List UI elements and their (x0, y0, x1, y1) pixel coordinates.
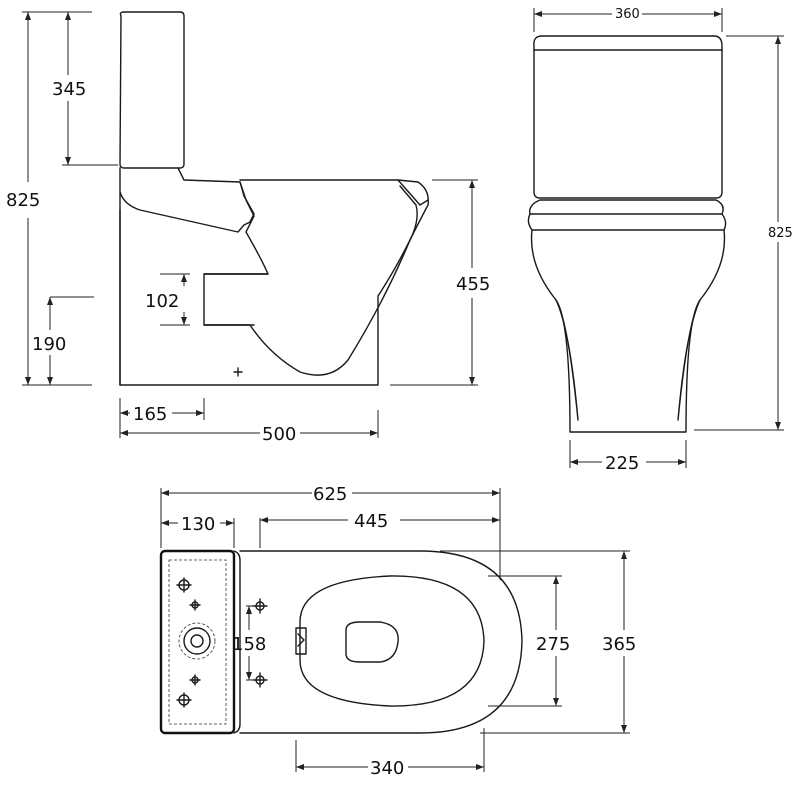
front-pan-right-fin (677, 299, 701, 421)
dim-225-label: 225 (605, 453, 639, 474)
front-cistern (533, 49, 723, 199)
dim-line-102 (160, 273, 190, 326)
dim-360-label: 360 (615, 7, 640, 22)
plan-flush-button (178, 622, 216, 660)
dim-line-500 (119, 410, 379, 438)
side-connector (119, 167, 255, 233)
dim-line-130 (160, 518, 235, 548)
plan-cistern (159, 549, 236, 735)
front-cistern-lid (533, 35, 723, 51)
dim-line-445 (259, 518, 500, 548)
dim-line-275 (488, 575, 562, 707)
dim-line-825 (22, 11, 92, 386)
dim-625-label: 625 (313, 484, 347, 505)
dim-365-label: 365 (602, 634, 636, 655)
dim-line-225 (569, 440, 687, 468)
dim-158-label: 158 (232, 634, 266, 655)
front-seat-rim (527, 213, 727, 231)
dim-825-front-label: 825 (768, 226, 793, 241)
plan-pan-fixings (252, 598, 268, 688)
dim-line-455 (390, 179, 478, 386)
dim-102-label: 102 (145, 291, 179, 312)
plan-fixing-holes (176, 577, 201, 708)
dim-line-340 (295, 728, 485, 772)
plan-pan (239, 550, 523, 734)
plan-seat-hinge-detail (297, 633, 305, 647)
dim-345-label: 345 (52, 79, 86, 100)
dim-line-825-front (694, 35, 784, 431)
side-pan (119, 179, 429, 386)
dim-275-label: 275 (536, 634, 570, 655)
dim-130-label: 130 (181, 514, 215, 535)
dim-445-label: 445 (354, 511, 388, 532)
front-pan (530, 229, 726, 433)
front-seat (529, 199, 724, 215)
dimension-arrowheads (25, 11, 781, 770)
plan-view: 625 130 445 158 275 365 340 (159, 484, 636, 779)
side-rim-detail (397, 179, 429, 206)
side-cistern (119, 11, 185, 169)
plan-seat (299, 575, 485, 707)
dim-455-label: 455 (456, 274, 490, 295)
dim-825-label: 825 (6, 190, 40, 211)
dim-500-label: 500 (262, 424, 296, 445)
dim-line-365 (440, 550, 630, 734)
plan-seat-hinge (295, 627, 307, 655)
dim-line-345 (62, 11, 118, 166)
dim-line-158 (246, 605, 254, 681)
plan-seat-opening (345, 621, 399, 663)
dim-190-label: 190 (32, 334, 66, 355)
front-pan-left-fin (555, 299, 579, 421)
side-trap (203, 181, 418, 376)
front-view: 360 825 225 (527, 7, 793, 474)
plan-cistern-edge (233, 550, 241, 734)
side-outlet (203, 273, 269, 326)
plan-cistern-inner (168, 559, 227, 725)
dim-165-label: 165 (133, 404, 167, 425)
dim-line-165 (119, 398, 205, 420)
side-centre-mark (233, 367, 243, 377)
dim-340-label: 340 (370, 758, 404, 779)
side-view: 825 345 190 102 455 165 500 (6, 11, 490, 445)
dim-line-360 (533, 8, 723, 32)
